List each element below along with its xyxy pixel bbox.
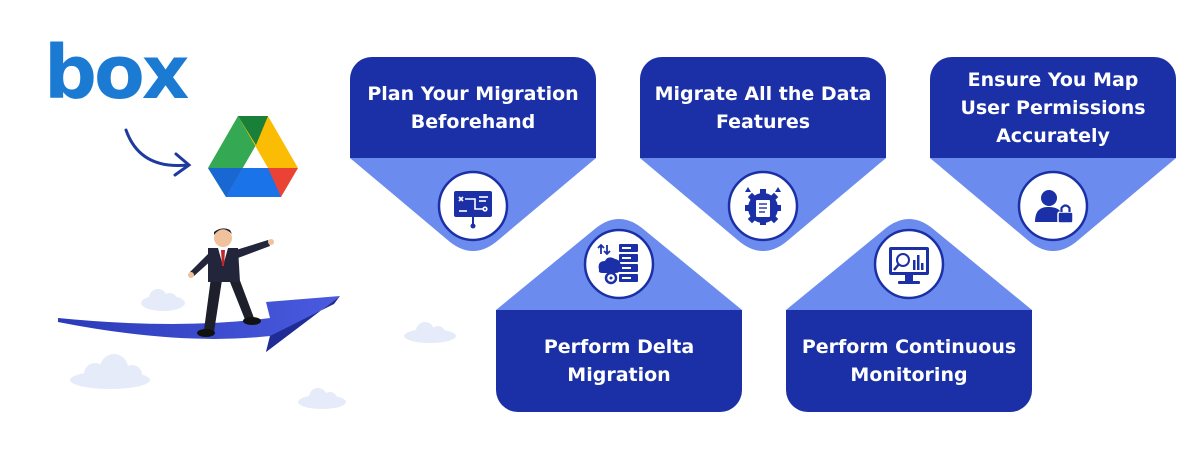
user-lock-icon xyxy=(1035,190,1074,224)
cloud-icon xyxy=(141,289,185,311)
businessman-illustration xyxy=(188,228,274,337)
step-title-monitoring: Perform Continuous Monitoring xyxy=(801,336,1017,386)
step-title-features: Migrate All the Data Features xyxy=(654,82,872,133)
box-logo: box xyxy=(44,30,190,116)
google-drive-logo xyxy=(208,116,298,197)
cloud-server-sync-icon xyxy=(597,243,638,285)
step-title-delta: Perform Delta Migration xyxy=(543,336,695,386)
cloud-icon xyxy=(404,322,456,343)
gear-document-icon xyxy=(745,187,781,225)
cloud-icon xyxy=(70,354,150,389)
step-card-permissions xyxy=(930,57,1176,251)
curved-arrow-icon xyxy=(124,128,192,177)
flowchart-board-icon xyxy=(454,191,492,229)
step-card-monitoring xyxy=(786,219,1032,412)
cloud-icon xyxy=(298,388,346,409)
growth-arrow-icon xyxy=(58,296,340,352)
step-title-permissions: Ensure You Map User Permissions Accurate… xyxy=(960,68,1146,147)
step-title-plan: Plan Your Migration Beforehand xyxy=(367,82,579,133)
monitor-search-chart-icon xyxy=(889,247,929,284)
